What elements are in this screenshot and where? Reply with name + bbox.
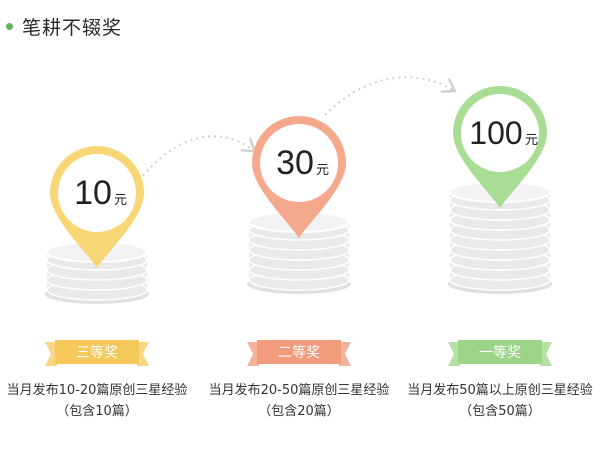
award-ribbon: 三等奖 bbox=[45, 340, 149, 366]
award-description: 当月发布50篇以上原创三星经验 （包含50篇） bbox=[390, 380, 600, 422]
award-description: 当月发布10-20篇原创三星经验 （包含10篇） bbox=[0, 380, 207, 422]
dotted-arrow-2 bbox=[324, 76, 453, 116]
award-amount: 10 bbox=[74, 174, 112, 212]
award-unit: 元 bbox=[316, 163, 329, 178]
dotted-arrow-1 bbox=[124, 135, 253, 201]
ribbon-body bbox=[257, 340, 341, 364]
award-description-line1: 当月发布10-20篇原创三星经验 bbox=[6, 383, 188, 398]
award-unit: 元 bbox=[114, 193, 127, 208]
ribbon-tail-left bbox=[45, 342, 57, 366]
award-description: 当月发布20-50篇原创三星经验 （包含20篇） bbox=[189, 380, 409, 422]
award-description-line2: （包含10篇） bbox=[56, 404, 138, 419]
ribbon-body bbox=[55, 340, 139, 364]
award-level: 三等奖 bbox=[76, 344, 118, 361]
section-title: 笔耕不辍奖 bbox=[22, 16, 123, 39]
pin-face bbox=[58, 154, 136, 232]
coin-stack bbox=[247, 211, 351, 294]
progress-arrows bbox=[124, 76, 453, 201]
award-level: 二等奖 bbox=[278, 344, 320, 361]
ribbon-tail-right bbox=[137, 342, 149, 366]
award-ribbon: 一等奖 bbox=[448, 340, 552, 366]
coin-stack bbox=[448, 181, 552, 294]
award-unit: 元 bbox=[525, 133, 538, 148]
ribbon-tail-left bbox=[247, 342, 259, 366]
award-level: 一等奖 bbox=[479, 344, 521, 361]
ribbon-tail-right bbox=[540, 342, 552, 366]
pin-face bbox=[260, 124, 338, 202]
pin-face bbox=[461, 94, 539, 172]
bullet-dot-icon bbox=[6, 22, 13, 30]
award-amount: 100 bbox=[469, 115, 522, 151]
ribbon-tail-right bbox=[339, 342, 351, 366]
award-description-line2: （包含20篇） bbox=[258, 404, 340, 419]
award-description-line1: 当月发布20-50篇原创三星经验 bbox=[208, 383, 390, 398]
ribbon-body bbox=[458, 340, 542, 364]
section-header: 笔耕不辍奖 bbox=[6, 12, 122, 40]
award-description-line1: 当月发布50篇以上原创三星经验 bbox=[407, 383, 593, 398]
ribbon-tail-left bbox=[448, 342, 460, 366]
award-amount: 30 bbox=[276, 144, 314, 182]
award-ribbon: 二等奖 bbox=[247, 340, 351, 366]
award-description-line2: （包含50篇） bbox=[459, 404, 541, 419]
